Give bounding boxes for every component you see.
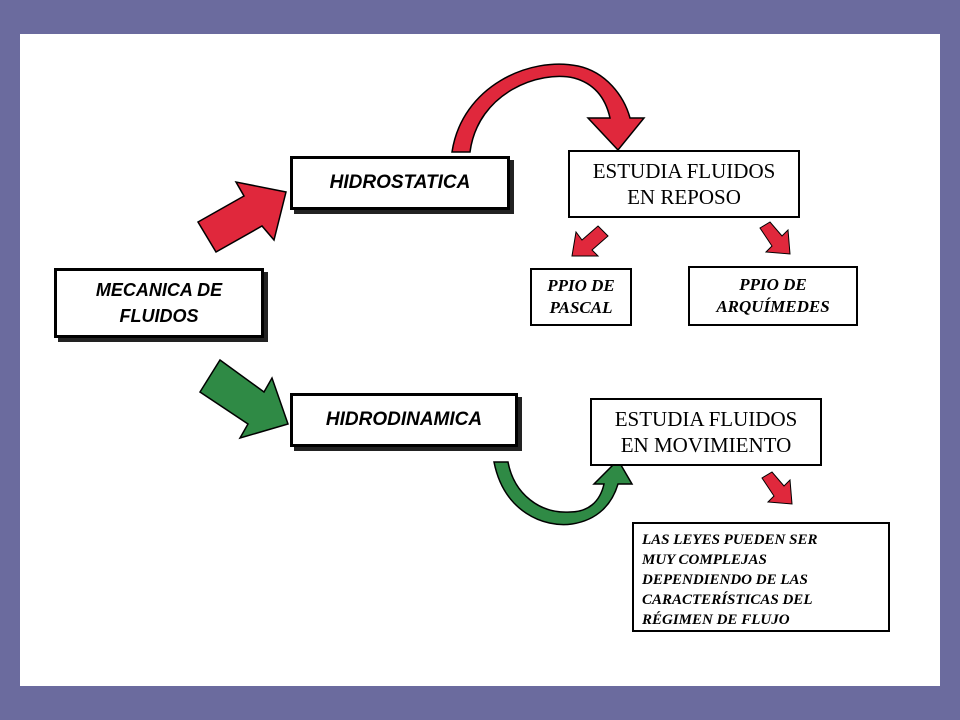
reposo-label: ESTUDIA FLUIDOS EN REPOSO — [592, 159, 776, 209]
movimiento-box: ESTUDIA FLUIDOS EN MOVIMIENTO — [590, 398, 822, 466]
hidrostatica-label: HIDROSTATICA — [329, 172, 471, 193]
arquimedes-box: PPIO DE ARQUÍMEDES — [688, 266, 858, 326]
leyes-line: DEPENDIENDO DE LAS — [642, 572, 808, 588]
leyes-line: LAS LEYES PUEDEN SER — [642, 532, 818, 548]
reposo-box: ESTUDIA FLUIDOS EN REPOSO — [568, 150, 800, 218]
movimiento-label: ESTUDIA FLUIDOS EN MOVIMIENTO — [614, 407, 798, 457]
leyes-box: LAS LEYES PUEDEN SER MUY COMPLEJAS DEPEN… — [632, 522, 890, 632]
leyes-line: CARACTERÍSTICAS DEL — [642, 592, 813, 608]
pascal-box: PPIO DE PASCAL — [530, 268, 632, 326]
leyes-text: LAS LEYES PUEDEN SER MUY COMPLEJAS DEPEN… — [634, 524, 817, 630]
leyes-line: MUY COMPLEJAS — [642, 552, 767, 568]
arquimedes-label: PPIO DE ARQUÍMEDES — [716, 275, 830, 316]
hidrodinamica-label: HIDRODINAMICA — [325, 409, 483, 430]
mecanica-label: MECANICA DE FLUIDOS — [95, 280, 223, 326]
leyes-line: RÉGIMEN DE FLUJO — [642, 612, 790, 628]
mecanica-box: MECANICA DE FLUIDOS — [54, 268, 264, 338]
pascal-label: PPIO DE PASCAL — [547, 276, 615, 317]
hidrodinamica-box: HIDRODINAMICA — [290, 393, 518, 447]
hidrostatica-box: HIDROSTATICA — [290, 156, 510, 210]
